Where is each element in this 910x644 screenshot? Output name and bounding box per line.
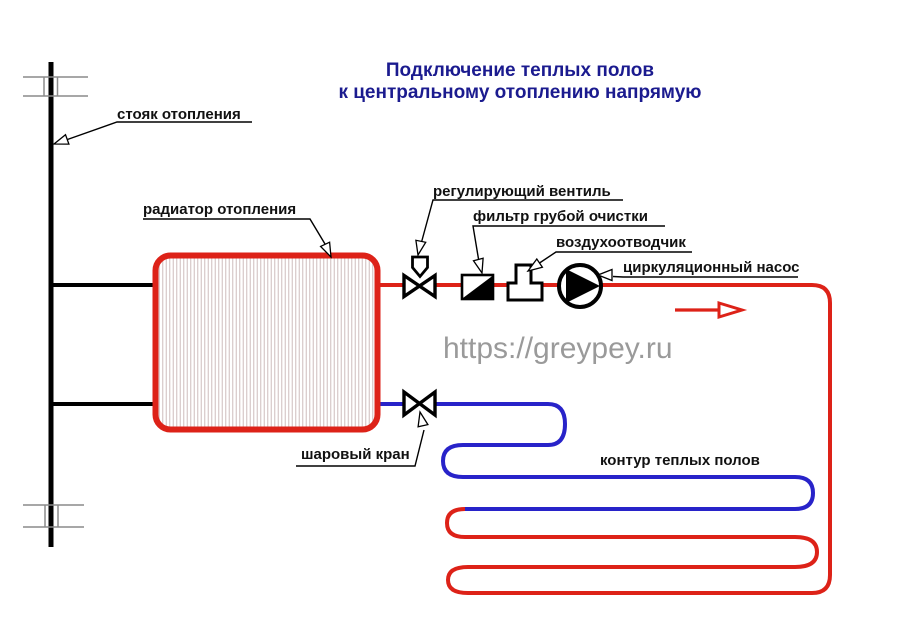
filter-leader-arrowhead xyxy=(472,257,484,275)
floor-crossing-top-icon xyxy=(23,76,88,97)
radiator-symbol xyxy=(152,252,381,433)
flow-direction-arrow xyxy=(675,300,748,320)
ball-valve-label: шаровый кран xyxy=(301,446,410,463)
ball-valve-leader-arrowhead xyxy=(417,410,429,428)
air-vent-leader-line xyxy=(537,251,692,265)
radiator-leader-line xyxy=(143,218,326,245)
radiator-leader-arrowhead xyxy=(319,241,332,259)
ball-valve-leader-line xyxy=(296,429,425,467)
air-vent-leader-arrowhead xyxy=(526,257,544,273)
filter-label: фильтр грубой очистки xyxy=(473,208,648,225)
floor-crossing-bottom-icon xyxy=(23,504,84,528)
pump-leader-arrowhead xyxy=(596,268,613,282)
return-pipe xyxy=(377,402,816,511)
supply-pipe xyxy=(377,283,832,595)
regulating-valve-label: регулирующий вентиль xyxy=(433,183,611,200)
regulating-valve-leader-line xyxy=(420,199,623,245)
regulating-valve-leader-arrowhead xyxy=(415,239,427,257)
floor-loop-label: контур теплых полов xyxy=(600,452,760,469)
radiator-label: радиатор отопления xyxy=(143,201,297,218)
filter-leader-line xyxy=(472,225,665,263)
radiator-connection-pipes xyxy=(53,283,157,406)
leader-lines xyxy=(52,121,798,467)
pump-leader-line xyxy=(612,275,798,278)
watermark-url: https://greypey.ru xyxy=(443,332,673,365)
air-vent-label: воздухоотводчик xyxy=(556,234,686,251)
regulating-valve-icon xyxy=(402,255,437,300)
diagram-title: Подключение теплых полов к центральному … xyxy=(250,60,790,104)
riser-leader-line xyxy=(65,121,252,141)
pump-label: циркуляционный насос xyxy=(623,259,800,276)
air-vent-icon xyxy=(506,263,544,302)
strainer-filter-icon xyxy=(460,273,495,301)
circulation-pump-icon xyxy=(557,263,603,309)
ball-valve-icon xyxy=(402,388,437,419)
riser-label: стояк отопления xyxy=(117,106,241,123)
title-line-2: к центральному отоплению напрямую xyxy=(338,82,702,103)
title-line-1: Подключение теплых полов xyxy=(385,60,655,81)
riser-leader-arrowhead xyxy=(52,133,70,145)
